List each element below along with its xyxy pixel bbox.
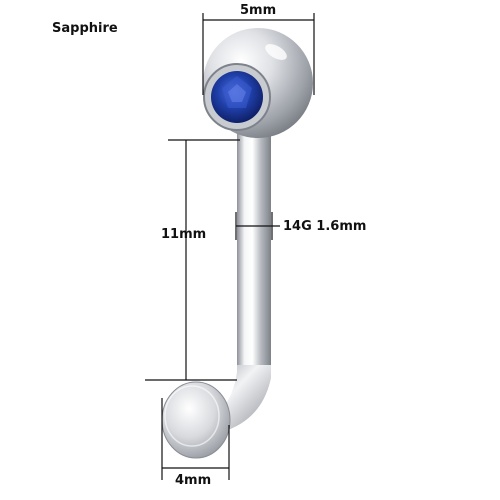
bar-shaft [237,130,271,370]
bar-length-dimension [145,139,240,381]
disc-end [161,381,231,459]
gauge-label: 14G 1.6mm [283,219,367,234]
stone-color-label: Sapphire [52,21,118,36]
bar-length-label: 11mm [161,227,207,242]
ball-width-dimension [202,13,315,95]
disc-diameter-label: 4mm [175,473,212,488]
gauge-dimension [235,212,280,240]
ball-diameter-label: 5mm [240,3,277,18]
disc-width-dimension [161,398,230,480]
